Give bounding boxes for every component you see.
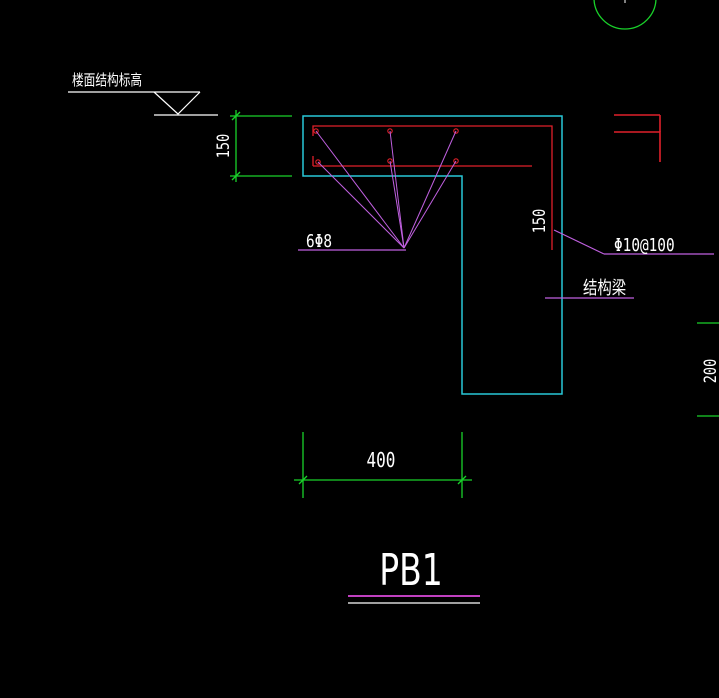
section-title-text: PB1 xyxy=(379,545,443,596)
beam-label-group: 结构梁 xyxy=(545,277,634,299)
floor-elevation-label: 楼面结构标高 xyxy=(72,71,142,90)
section-title: PB1 xyxy=(348,545,480,604)
rebar-dot xyxy=(315,159,321,165)
dimension-bottom-400: 400 xyxy=(294,432,472,498)
dimension-left-150-text: 150 xyxy=(214,134,234,159)
dimension-far-right-200: 200 xyxy=(697,322,719,417)
dimension-far-right-200-text: 200 xyxy=(701,359,719,384)
grid-bubble-partial xyxy=(593,0,657,30)
rebar-leader-6phi8: 6Φ8 xyxy=(298,130,457,251)
top-rebar xyxy=(312,125,553,250)
rebar-hook-symbol xyxy=(614,131,661,162)
dimension-left-150: 150 xyxy=(214,110,292,182)
dimension-right-150-text: 150 xyxy=(530,209,550,234)
dimension-bottom-400-text: 400 xyxy=(367,449,396,472)
stirrup-leader: Φ10@100 xyxy=(553,229,714,255)
rebar-dot xyxy=(453,158,459,164)
concrete-section-outline xyxy=(302,115,563,395)
rebar-dot xyxy=(313,128,319,134)
rebar-dot xyxy=(453,128,459,134)
stirrup-label: Φ10@100 xyxy=(614,234,675,255)
rebar-6phi8-label: 6Φ8 xyxy=(306,230,332,251)
floor-elevation-symbol: 楼面结构标高 xyxy=(68,71,218,116)
beam-label: 结构梁 xyxy=(583,277,626,298)
rebar-layout xyxy=(312,125,553,250)
